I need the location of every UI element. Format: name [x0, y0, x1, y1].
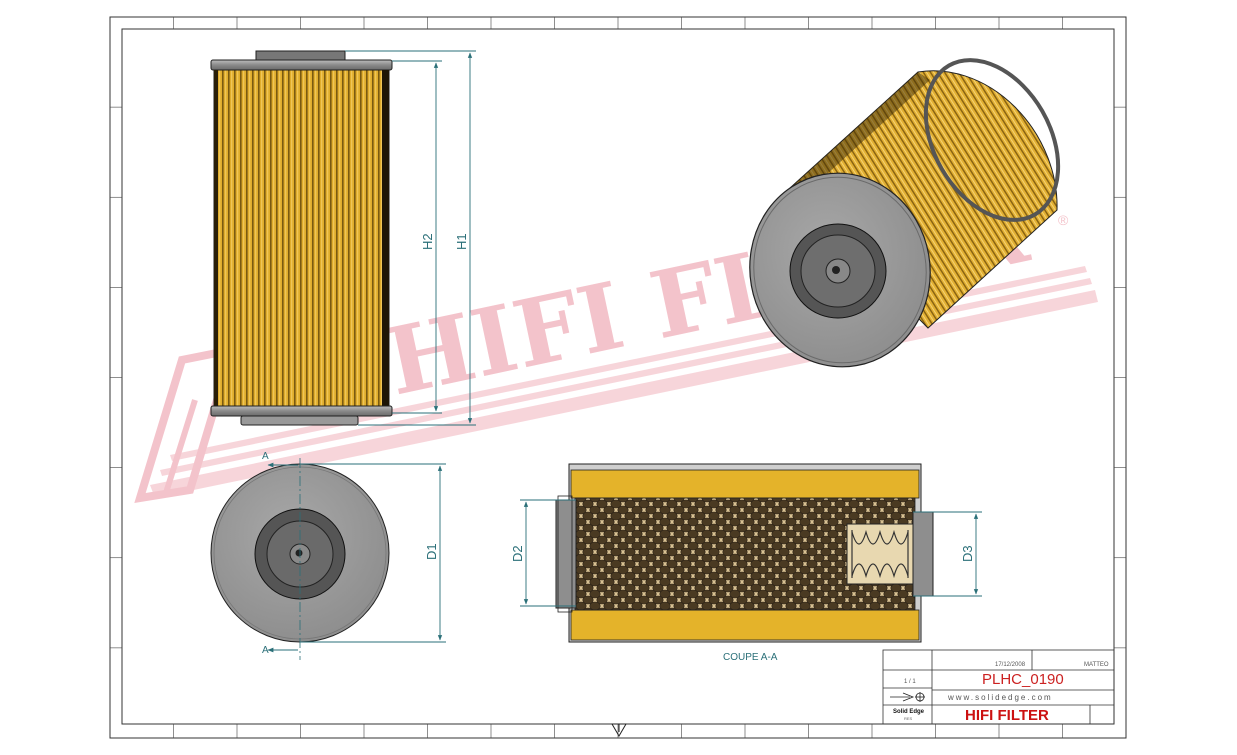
iso-far-cap: [923, 58, 1061, 222]
section-view-label: COUPE A-A: [723, 652, 778, 663]
title-website: www.solidedge.com: [947, 693, 1053, 702]
end-view: [210, 458, 390, 660]
h2-label: H2: [420, 233, 435, 250]
title-sheet-ref: RES: [904, 716, 913, 721]
title-software: Solid Edge: [893, 709, 925, 715]
iso-top-shade: [790, 72, 930, 196]
d3-label: D3: [960, 545, 975, 562]
section-media-bottom: [570, 609, 920, 641]
outlet-collar: [912, 511, 934, 597]
title-part-code: PLHC_0190: [982, 671, 1064, 688]
height-dimensions: [345, 50, 476, 426]
front-view: [210, 50, 393, 426]
pleated-media: [213, 69, 390, 407]
media-shadow-left: [214, 70, 218, 406]
d1-dimension: [300, 463, 446, 643]
title-block: [882, 649, 1115, 725]
inlet-collar: [555, 499, 577, 609]
section-marker-bottom: A: [262, 645, 269, 656]
media-shadow-right: [382, 70, 389, 406]
solid-edge-logo: [890, 692, 925, 702]
zone-ticks: [110, 17, 1126, 738]
d1-label: D1: [424, 543, 439, 560]
d2-label: D2: [510, 545, 525, 562]
inlet-collar-lip: [557, 495, 573, 613]
bottom-end-cap: [210, 405, 393, 417]
title-brand: HIFI FILTER: [965, 707, 1049, 724]
end-hub-bore: [295, 549, 303, 557]
bypass-spring: [851, 529, 909, 579]
h1-label: H1: [454, 233, 469, 250]
section-marker-top: A: [262, 451, 269, 462]
title-date: 17/12/2008: [995, 662, 1026, 668]
title-author: MATTEO: [1084, 662, 1109, 668]
top-end-cap: [210, 59, 393, 71]
watermark-registered: ®: [1058, 212, 1069, 228]
iso-hub-bore: [832, 266, 840, 274]
title-scale: 1 / 1: [904, 679, 916, 685]
section-view: [555, 463, 934, 643]
section-dimensions: [520, 499, 982, 607]
iso-near-cap-rim: [753, 176, 927, 364]
section-media-top: [570, 469, 920, 499]
isometric-view: [749, 58, 1061, 368]
bottom-seal-ring: [240, 415, 359, 426]
